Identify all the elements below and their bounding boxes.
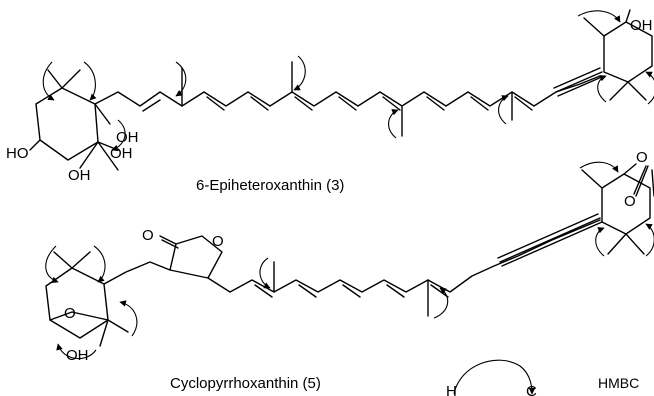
left-ring-ether-bridge — [49, 311, 109, 321]
legend-arrow — [453, 359, 536, 395]
hmbc-arrow — [595, 227, 605, 257]
left-ring-methyl-2 — [97, 141, 119, 171]
atom-label-oh: OH — [66, 347, 89, 364]
atom-label-oh: OH — [68, 167, 91, 184]
atom-label-oh: OH — [630, 17, 653, 34]
hmbc-arrow — [56, 343, 97, 360]
atom-label-ho: HO — [6, 145, 29, 162]
hmbc-arrow — [42, 61, 55, 101]
polyene-double-bonds-2 — [254, 284, 449, 298]
molecule-name: 6-Epiheteroxanthin (3) — [196, 177, 344, 194]
right-ring-oh-bond — [625, 9, 631, 23]
molecule-6-epiheteroxanthin: OH HO OH OH OH 6-Epiheteroxanthin (3) — [6, 9, 654, 194]
left-ring-methyls — [53, 251, 129, 347]
legend-atom-c: C — [526, 383, 537, 396]
atom-label-o: O — [636, 149, 648, 166]
hmbc-arrow — [433, 287, 449, 319]
hmbc-arrow — [645, 71, 654, 105]
legend-atom-h: H — [446, 383, 457, 396]
hmbc-arrow — [119, 300, 138, 337]
right-ring-methyls — [581, 169, 645, 255]
hmbc-legend: H C HMBC — [446, 359, 639, 396]
hmbc-arrow — [597, 75, 607, 103]
left-ring-oh-bond-2 — [79, 141, 99, 169]
left-ring-bonds — [35, 87, 99, 161]
hmbc-arrow — [259, 257, 271, 289]
triple-bond-2 — [497, 213, 603, 267]
hmbc-arrow — [577, 10, 621, 23]
polyene-double-bonds-1 — [142, 96, 533, 112]
hmbc-arrow — [93, 245, 106, 283]
hmbc-arrow — [579, 161, 619, 173]
polyene-chain-2a — [103, 261, 171, 285]
triple-bond-1 — [553, 67, 605, 97]
hmbc-arrow — [83, 61, 97, 101]
atom-label-o: O — [212, 233, 224, 250]
left-ring-methyls — [47, 69, 111, 125]
acetate-bonds — [623, 163, 654, 197]
hmbc-arrow — [645, 223, 654, 257]
atom-label-o: O — [624, 193, 636, 210]
hmbc-arrow — [498, 95, 509, 125]
butenolide-ring — [169, 235, 223, 279]
hmbc-arrow — [175, 61, 187, 97]
hmbc-arrow — [388, 109, 399, 139]
atom-label-o: O — [64, 305, 76, 322]
atom-label-oh: OH — [116, 129, 139, 146]
hmbc-arrow — [45, 245, 59, 283]
molecule-name: Cyclopyrrhoxanthin (5) — [170, 375, 321, 392]
hmbc-arrow — [111, 119, 126, 152]
polyene-chain-2b — [207, 219, 601, 293]
left-ring-ho-bond — [29, 139, 41, 151]
right-ring-methyls — [583, 17, 647, 101]
polyene-methyls-2 — [273, 261, 429, 317]
left-ring-bonds — [45, 267, 109, 339]
butenolide-carbonyl — [159, 235, 179, 249]
atom-label-oh: OH — [110, 145, 133, 162]
hmbc-arrow — [293, 55, 306, 91]
molecule-cyclopyrrhoxanthin: O O O O O OH Cyclopyrrhoxanthin (5) — [45, 149, 654, 392]
legend-label: HMBC — [598, 375, 639, 391]
polyene-chain-1 — [94, 75, 601, 107]
polyene-methyls-1 — [181, 61, 513, 137]
atom-label-o: O — [142, 227, 154, 244]
